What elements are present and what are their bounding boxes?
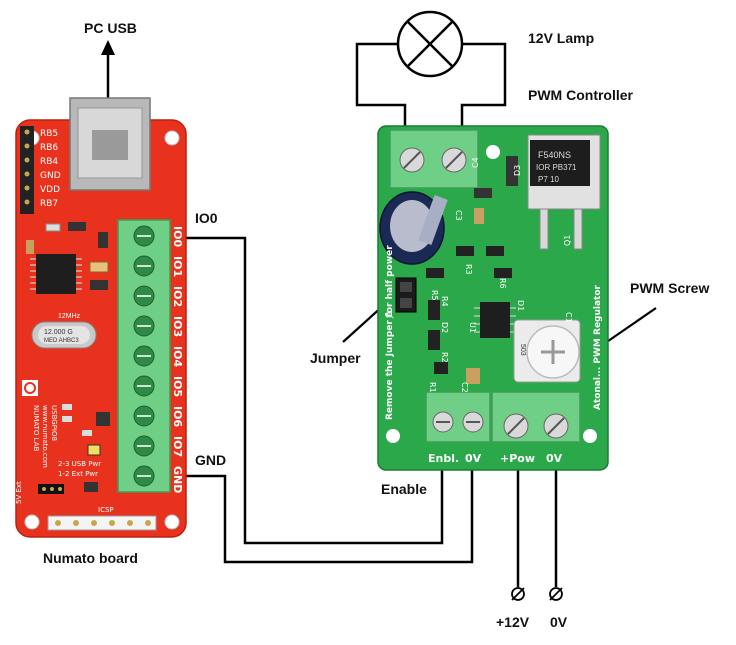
pwm-side-text-left: Remove the Jumper for half power (385, 245, 395, 420)
usb-b-connector (69, 97, 151, 191)
model-text: USBGPIO8 (50, 405, 58, 441)
terminal-label-io6: IO6 (171, 406, 184, 427)
pwm-potentiometer: 503 (513, 319, 581, 383)
header-pin-label: GND (40, 171, 61, 181)
header-pin-label: RB4 (40, 157, 58, 167)
electrolytic-capacitor (379, 191, 448, 265)
pwm-screw-label: PWM Screw (630, 280, 710, 296)
numato-board: RB5 RB6 RB4 GND VDD RB7 (15, 97, 187, 538)
jumper-j1 (395, 277, 417, 313)
svg-text:IOR PB371: IOR PB371 (536, 163, 577, 172)
crystal: 12MHz 12.000 G MED AHBC3 (31, 313, 97, 349)
power-terminal-block (491, 391, 581, 443)
terminal-label-gnd: GND (171, 466, 184, 493)
terminal-label-io0: IO0 (171, 226, 184, 247)
svg-text:J1: J1 (385, 311, 394, 319)
icsp-text: ICSP (98, 506, 114, 514)
wires (186, 42, 558, 587)
terminal-label-io7: IO7 (171, 436, 184, 457)
svg-text:P7 10: P7 10 (538, 175, 559, 184)
svg-text:MED AHBC3: MED AHBC3 (44, 338, 79, 344)
pwm-bottom-label: +Pow (500, 452, 535, 465)
supply-terminal-zero (549, 587, 563, 601)
mosfet: F540NS IOR PB371 P7 10 (527, 134, 601, 250)
pwm-bottom-label: 0V (465, 452, 482, 465)
ext-pwr-text: 1-2 Ext Pwr (58, 470, 98, 478)
svg-text:D3: D3 (513, 165, 522, 176)
lamp-label: 12V Lamp (528, 30, 595, 46)
svg-text:F540NS: F540NS (538, 150, 571, 160)
usb-pwr-text: 2-3 USB Pwr (58, 460, 101, 468)
pwm-bottom-label: 0V (546, 452, 563, 465)
header-pin-label: RB7 (40, 199, 58, 209)
brand-text: NUMATO LAB (32, 405, 40, 452)
svg-text:R5: R5 (430, 290, 439, 301)
svg-text:12MHz: 12MHz (58, 313, 81, 320)
enable-label: Enable (381, 481, 427, 497)
lamp-wire-left (355, 42, 407, 128)
svg-text:C3: C3 (454, 210, 463, 221)
enable-terminal-block (425, 391, 491, 443)
power-jumper (38, 484, 64, 494)
supply-terminal-plus (511, 587, 525, 601)
numato-board-label: Numato board (43, 550, 138, 566)
svg-text:R4: R4 (440, 296, 449, 307)
svg-text:C2: C2 (460, 382, 469, 393)
pwm-side-text-right: Atonal... PWM Regulator (593, 284, 603, 410)
numato-logo (22, 380, 38, 396)
svg-text:12.000 G: 12.000 G (44, 329, 73, 336)
jumper-label: Jumper (310, 350, 361, 366)
svg-text:R3: R3 (464, 264, 473, 275)
zero-v-label: 0V (550, 614, 568, 630)
svg-text:503: 503 (519, 344, 526, 356)
gnd-label: GND (195, 452, 227, 468)
url-text: www.numato.com (41, 405, 49, 468)
header-pin-label: RB5 (40, 129, 58, 139)
terminal-label-io3: IO3 (171, 316, 184, 337)
svg-text:R6: R6 (498, 278, 507, 289)
io0-to-enable-wire (186, 236, 444, 545)
terminal-label-io5: IO5 (171, 376, 184, 397)
pwm-board: F540NS IOR PB371 P7 10 (377, 125, 609, 471)
ext-text: 5V Ext (15, 481, 23, 504)
terminal-label-io1: IO1 (171, 256, 184, 277)
microcontroller-chip (30, 254, 82, 294)
terminal-label-io4: IO4 (171, 346, 184, 367)
plus12v-label: +12V (496, 614, 530, 630)
header-pin-label: RB6 (40, 143, 58, 153)
pwm-controller-label: PWM Controller (528, 87, 633, 103)
pin-header (20, 126, 34, 214)
lamp-terminal-block (389, 129, 479, 189)
terminal-label-io2: IO2 (171, 286, 184, 307)
svg-text:R1: R1 (428, 382, 437, 393)
svg-text:U1: U1 (468, 322, 477, 333)
svg-text:D2: D2 (440, 322, 449, 333)
svg-text:C4: C4 (471, 157, 480, 168)
svg-text:Q1: Q1 (563, 235, 572, 246)
pwm-bottom-label: Enbl. (428, 452, 459, 465)
pc-usb-label: PC USB (84, 20, 137, 36)
svg-text:R2: R2 (440, 352, 449, 363)
lamp-symbol (396, 10, 464, 78)
pwm-ic (474, 302, 516, 338)
numato-terminal-block (117, 219, 171, 493)
io0-label: IO0 (195, 210, 218, 226)
icsp-header (47, 515, 157, 531)
usb-arrow (101, 40, 115, 98)
lamp-wire-right (460, 42, 507, 128)
svg-text:C1: C1 (564, 312, 573, 323)
gnd-to-0v-wire (186, 463, 474, 564)
svg-text:D1: D1 (516, 300, 525, 311)
header-pin-label: VDD (40, 185, 60, 195)
